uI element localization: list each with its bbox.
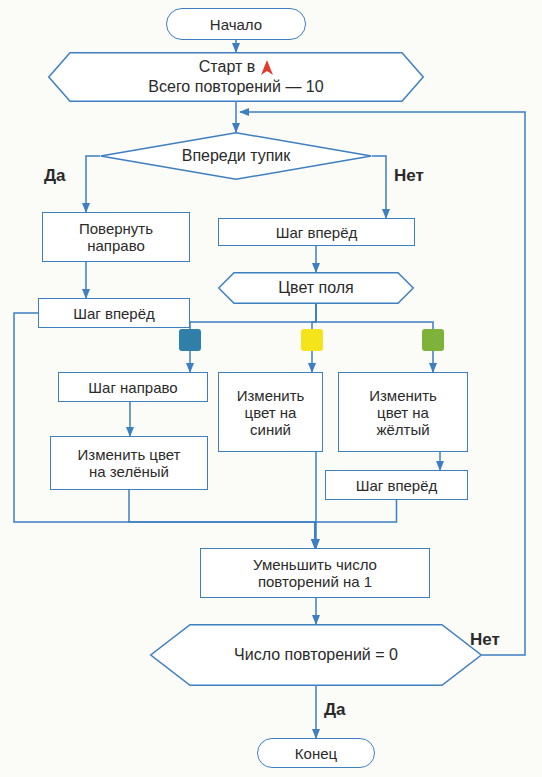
node-content: Число повторений = 0 xyxy=(150,624,482,686)
start-terminal: Начало xyxy=(166,8,306,40)
node-content: Уменьшить число повторений на 1 xyxy=(201,549,429,597)
node-content: Повернуть направо xyxy=(43,213,189,261)
flow-arrow xyxy=(315,500,397,548)
cursor-icon xyxy=(261,60,273,75)
flow-arrow xyxy=(14,313,315,548)
process-box: Изменить цвет на синий xyxy=(218,372,323,452)
end-terminal: Конец xyxy=(257,738,375,768)
node-text: Старт в xyxy=(199,57,255,77)
node-content: Изменить цвет на зелёный xyxy=(51,437,207,489)
flow-arrow xyxy=(315,686,317,738)
process-box: Шаг направо xyxy=(58,372,208,402)
flow-arrow xyxy=(86,156,100,212)
node-text: Уменьшить число повторений на 1 xyxy=(221,556,409,590)
flow-arrow xyxy=(316,304,433,372)
node-text: Начало xyxy=(210,16,262,33)
text-row: Старт в xyxy=(199,57,273,77)
process-box: Шаг вперёд xyxy=(325,470,468,500)
node-content: Изменить цвет на жёлтый xyxy=(339,373,467,451)
flow-arrow xyxy=(235,102,237,132)
node-text: Впереди тупик xyxy=(182,146,291,166)
flow-arrow xyxy=(190,304,316,372)
node-content: Шаг вперёд xyxy=(326,471,467,499)
node-text: Шаг направо xyxy=(88,379,177,396)
node-text: Шаг вперёд xyxy=(73,305,155,322)
node-text: Шаг вперёд xyxy=(356,477,438,494)
node-content: Шаг вперёд xyxy=(219,219,414,245)
flow-arrow xyxy=(315,598,317,624)
flow-arrow xyxy=(315,246,317,272)
process-box: Уменьшить число повторений на 1 xyxy=(200,548,430,598)
process-box: Изменить цвет на зелёный xyxy=(50,436,208,490)
process-box: Шаг вперёд xyxy=(218,218,415,246)
node-content: Цвет поля xyxy=(218,272,414,304)
node-content: Конец xyxy=(258,739,374,767)
node-content: Шаг вперёд xyxy=(39,299,189,327)
green-square xyxy=(422,329,444,351)
yellow-square xyxy=(301,329,323,351)
decision-hexagon: Число повторений = 0 xyxy=(150,624,482,686)
decision-hexagon: Цвет поля xyxy=(218,272,414,304)
branch-label: Да xyxy=(44,166,66,186)
node-text: Число повторений = 0 xyxy=(234,645,398,665)
node-content: Впереди тупик xyxy=(100,132,372,180)
process-box: Шаг вперёд xyxy=(38,298,190,328)
branch-label: Нет xyxy=(470,630,500,650)
flow-arrow xyxy=(439,452,441,470)
node-text: Конец xyxy=(295,745,337,762)
process-box: Изменить цвет на жёлтый xyxy=(338,372,468,452)
node-text: Цвет поля xyxy=(278,278,354,298)
node-content: Старт вВсего повторений — 10 xyxy=(48,52,424,102)
node-text: Изменить цвет на зелёный xyxy=(75,446,183,480)
shape-outline xyxy=(151,625,482,686)
shape-outline xyxy=(49,53,424,102)
branch-label: Нет xyxy=(394,166,424,186)
branch-label: Да xyxy=(324,700,346,720)
blue-square xyxy=(179,329,201,351)
flow-arrow xyxy=(129,490,315,548)
shape-outline xyxy=(101,133,372,180)
node-text: Изменить цвет на жёлтый xyxy=(359,387,447,438)
node-content: Шаг направо xyxy=(59,373,207,401)
decision-diamond: Впереди тупик xyxy=(100,132,372,180)
node-text: Повернуть направо xyxy=(61,220,171,254)
flow-arrow xyxy=(235,40,237,52)
flow-arrow xyxy=(129,402,131,436)
node-content: Начало xyxy=(167,9,305,39)
shape-outline xyxy=(219,273,414,304)
node-text: Изменить цвет на синий xyxy=(227,387,314,438)
flow-arrow xyxy=(372,156,386,218)
init-hexagon: Старт вВсего повторений — 10 xyxy=(48,52,424,102)
node-content: Изменить цвет на синий xyxy=(219,373,322,451)
process-box: Повернуть направо xyxy=(42,212,190,262)
node-text: Шаг вперёд xyxy=(276,224,358,241)
node-text: Всего повторений — 10 xyxy=(148,77,323,97)
flow-arrow xyxy=(85,262,87,298)
